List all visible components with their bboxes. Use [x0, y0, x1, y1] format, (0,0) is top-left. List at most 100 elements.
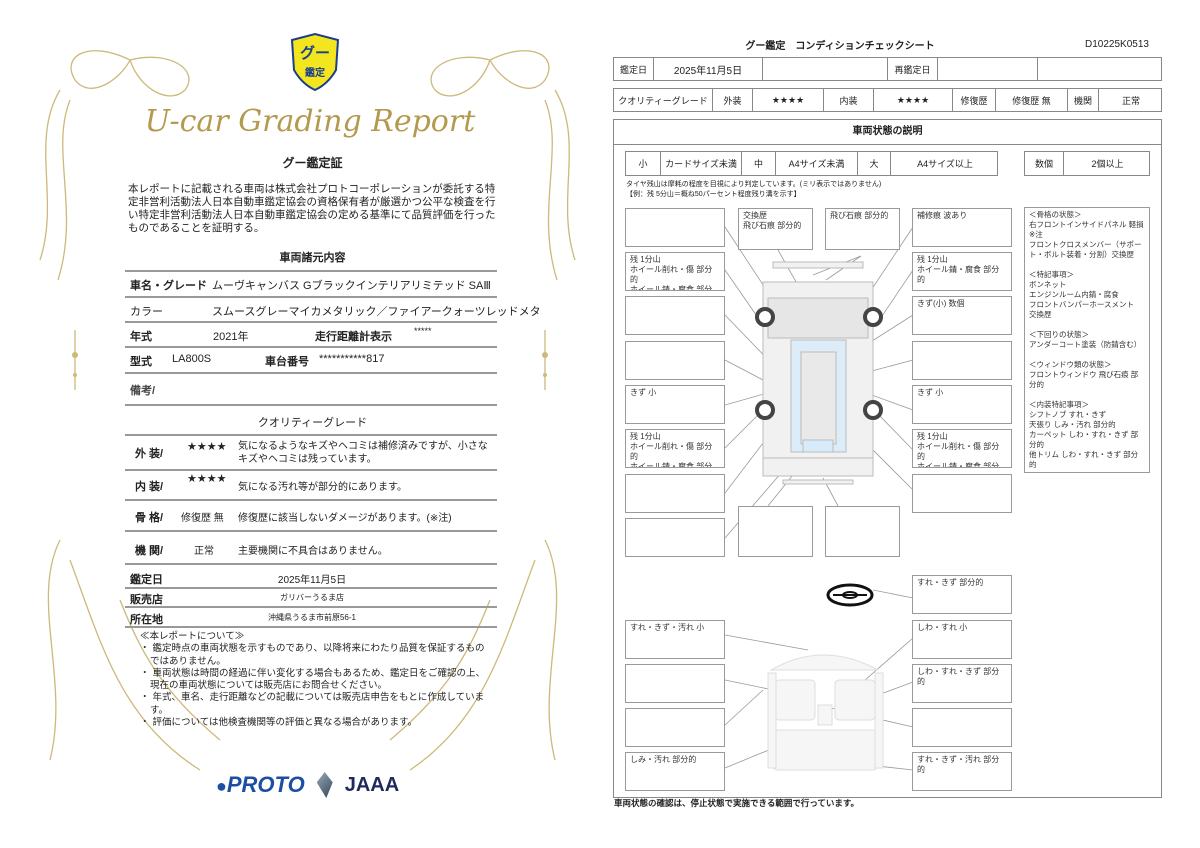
odometer: ***** [414, 326, 432, 336]
gold-ornament-frame [39, 50, 576, 771]
document-id: D10225K0513 [1085, 39, 1149, 50]
cert-title: グー鑑定証 [282, 156, 343, 170]
ext-box-r4 [912, 341, 1012, 380]
ext-box-l8 [625, 518, 725, 557]
grade-label: クオリティーグレード [614, 89, 713, 111]
svg-text:鑑定: 鑑定 [305, 66, 325, 79]
name-label: 車名・グレード [130, 280, 207, 292]
grade-frame-desc: 修復歴に該当しないダメージがあります。(※注) [238, 513, 452, 524]
odo-label: 走行距離計表示 [315, 331, 392, 343]
color-label: カラー [130, 306, 163, 318]
int-box-r3: しわ・すれ・きず 部分的 [912, 664, 1012, 703]
int-box-r2: しわ・すれ 小 [912, 620, 1012, 659]
int-box-l3 [625, 708, 725, 747]
grade-int-label: 内 装/ [135, 481, 164, 493]
tire-note: タイヤ残山は摩耗の程度を目視により判定しています。(ミリ表示ではありません) 【… [626, 180, 881, 199]
legend-small-desc: カードサイズ未満 [661, 152, 742, 175]
grade-ext-label: 外 装/ [135, 448, 164, 460]
report-notes: ≪本レポートについて≫ ・ 鑑定時点の車両状態を示すものであり、以降将来にわたり… [140, 631, 490, 729]
int-box-r5: すれ・きず・汚れ 部分的 [912, 752, 1012, 791]
condition-section [613, 119, 1162, 798]
int-box-steering: すれ・きず 部分的 [912, 575, 1012, 614]
ext-box-top-right: 飛び石痕 部分的 [825, 208, 900, 250]
ext-box-l6: 残 1分山 ホイール削れ・傷 部分的 ホイール錆・腐食 部分的 [625, 429, 725, 468]
date-row: 鑑定日 2025年11月5日 再鑑定日 [613, 57, 1162, 81]
legend-medium-desc: A4サイズ未満 [776, 152, 858, 175]
date-label: 鑑定日 [614, 58, 654, 80]
ext-box-r2: 残 1分山 ホイール錆・腐食 部分的 [912, 252, 1012, 291]
note-item: ・ 鑑定時点の車両状態を示すものであり、以降将来にわたり品質を保証するものではあ… [140, 643, 485, 667]
grade-ext-desc: 気になるようなキズやヘコミは補修済みですが、小さなキズやヘコミは残っています。 [238, 441, 488, 465]
car-diagram [724, 226, 914, 771]
engine-value: 正常 [1121, 95, 1140, 106]
chassis-number: ***********817 [319, 353, 385, 365]
reinspection-date-label: 再鑑定日 [888, 58, 938, 80]
shop-label: 販売店 [130, 594, 163, 606]
section-title: 車両状態の説明 [613, 119, 1162, 145]
size-legend: 小 カードサイズ未満 中 A4サイズ未満 大 A4サイズ以上 [625, 151, 998, 176]
grade-int-stars: ★★★★ [187, 473, 227, 485]
grade-int-desc: 気になる汚れ等が部分的にあります。 [238, 482, 407, 493]
legend-large: 大 [858, 152, 891, 175]
grade-frame-label: 骨 格/ [135, 512, 164, 524]
ext-box-r1: 補修痕 波あり [912, 208, 1012, 247]
ext-box-bottom-right [825, 506, 900, 557]
count-legend: 数個 2個以上 [1024, 151, 1150, 176]
year-label: 年式 [130, 331, 152, 343]
legend-large-desc: A4サイズ以上 [917, 159, 973, 169]
footer-logos: ●PROTO JAAA [216, 772, 399, 798]
chassis-label: 車台番号 [265, 356, 309, 368]
int-box-l4: しみ・汚れ 部分的 [625, 752, 725, 791]
inspection-date: 2025年11月5日 [654, 58, 763, 80]
engine-label: 機関 [1068, 89, 1099, 111]
goo-kantei-logo: グー鑑定 [288, 32, 342, 92]
ext-box-bottom-left [738, 506, 813, 557]
remarks-label: 備考/ [130, 385, 156, 397]
jaaa-emblem-icon [316, 772, 333, 798]
note-item: ・ 車両状態は時間の経過に伴い変化する場合もあるため、鑑定日をご確認の上、現在の… [140, 667, 486, 692]
ext-box-r5: きず 小 [912, 385, 1012, 424]
repair-value: 修復歴 無 [996, 89, 1068, 111]
inspection-date: 2025年11月5日 [277, 575, 347, 586]
specs-title: 車両諸元内容 [279, 252, 346, 264]
grade-frame-value: 修復歴 無 [181, 513, 224, 524]
ext-box-l1 [625, 208, 725, 247]
notes-title: ≪本レポートについて≫ [140, 631, 245, 642]
int-label: 内装 [824, 89, 874, 111]
ext-box-l4 [625, 341, 725, 380]
count-label: 数個 [1025, 152, 1064, 175]
steering-wheel-icon [826, 583, 874, 607]
ext-label: 外装 [713, 89, 753, 111]
reinspection-date-value [938, 58, 1038, 80]
sheet-title: グー鑑定 コンディションチェックシート [745, 41, 935, 52]
grade-engine-label: 機 関/ [135, 545, 164, 557]
tire-note-line: タイヤ残山は摩耗の程度を目視により判定しています。(ミリ表示ではありません) [626, 181, 882, 188]
repair-label: 修復歴 [953, 89, 996, 111]
ext-box-top-left: 交換歴 飛び石痕 部分的 [738, 208, 813, 250]
note-item: ・ 年式、車名、走行距離などの記載については販売店申告をもとに作成しています。 [140, 692, 485, 716]
date-label: 鑑定日 [130, 574, 163, 586]
jaaa-logo: JAAA [344, 773, 400, 796]
model-label: 型式 [130, 356, 152, 368]
ext-box-l2: 残 1分山 ホイール削れ・傷 部分的 ホイール錆・腐食 部分的 [625, 252, 725, 291]
ext-stars: ★★★★ [753, 89, 824, 111]
interior-diagram [767, 654, 884, 771]
grade-engine-value: 正常 [194, 546, 214, 557]
count-desc: 2個以上 [1091, 159, 1124, 169]
tire-note-example: 【例：残 5分山＝概ね50パーセント程度残り溝を示す】 [626, 190, 801, 198]
ext-box-r7 [912, 474, 1012, 513]
shop-name: ガリバーうるま店 [280, 593, 344, 602]
car-color: スムースグレーマイカメタリック／ファイアークォーツレッドメタ [212, 306, 541, 318]
int-stars: ★★★★ [874, 89, 953, 111]
side-notes: ＜骨格の状態＞ 右フロントインサイドパネル 軽損 ※注 フロントクロスメンバー（… [1024, 207, 1150, 473]
grade-title: クオリティーグレード [257, 417, 368, 429]
int-box-l1: すれ・きず・汚れ 小 [625, 620, 725, 659]
int-box-r4 [912, 708, 1012, 747]
ext-box-r3: きず(小) 数個 [912, 296, 1012, 335]
grade-ext-stars: ★★★★ [187, 441, 227, 453]
report-title: U-car Grading Report [144, 104, 476, 139]
car-name: ムーヴキャンバス Gブラックインテリアリミテッド SAⅢ [212, 280, 491, 292]
year: 2021年 [213, 331, 249, 343]
grade-engine-desc: 主要機関に不具合はありません。 [238, 546, 388, 557]
cert-text: 本レポートに記載される車両は株式会社プロトコーポレーションが委託する特定非営利活… [128, 183, 496, 234]
